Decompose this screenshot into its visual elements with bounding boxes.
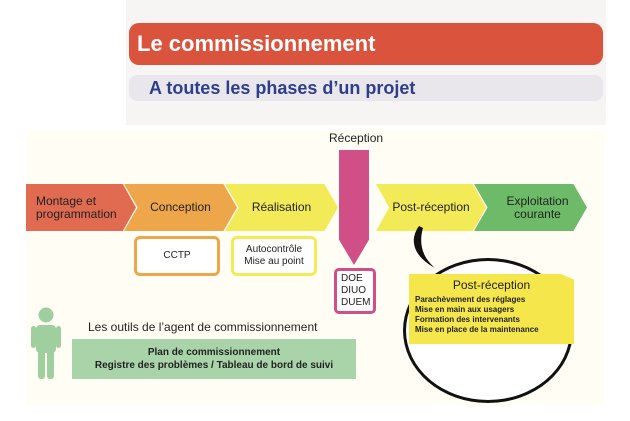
autocontrole-label: Autocontrôle (245, 244, 303, 255)
tools-box: Plan de commissionnement Registre des pr… (72, 339, 356, 379)
phase-conception: Conception (124, 184, 237, 231)
detail-item-formation: Formation des intervenants (415, 315, 520, 324)
detail-item-usagers: Mise en main aux usagers (415, 305, 515, 314)
phase-post-reception-label: Post-réception (392, 200, 470, 214)
page-title: Le commissionnement (129, 23, 603, 65)
cctp-label: CCTP (163, 250, 191, 261)
phase-realisation-label: Réalisation (251, 200, 312, 214)
page-subtitle: A toutes les phases d’un projet (129, 75, 603, 101)
tool-plan: Plan de commissionnement (147, 347, 281, 358)
detail-item-reglages: Parachèvement des réglages (415, 295, 526, 304)
phase-realisation: Réalisation (225, 184, 338, 231)
doc-diuo: DIUO (341, 285, 366, 296)
cctp-box: CCTP (134, 236, 220, 276)
post-reception-detail-title: Post-réception (452, 278, 531, 292)
phase-conception-label: Conception (150, 200, 211, 214)
person-icon (31, 307, 61, 379)
doc-duem: DUEM (341, 297, 371, 308)
tools-title: Les outils de l’agent de commissionnemen… (88, 320, 318, 334)
mise-au-point-label: Mise au point (244, 256, 304, 267)
realisation-box: Autocontrôle Mise au point (231, 236, 317, 276)
reception-arrow (339, 150, 369, 265)
post-reception-banner: Post-réception Parachèvement des réglage… (409, 274, 574, 344)
reception-label: Réception (329, 131, 384, 145)
doc-doe: DOE (341, 273, 363, 284)
phase-montage: Montage et programmation (26, 184, 136, 231)
phase-post-reception: Post-réception (376, 184, 486, 231)
tool-registre: Registre des problèmes / Tableau de bord… (94, 360, 334, 371)
detail-item-maintenance: Mise en place de la maintenance (415, 325, 539, 334)
callout-tail (413, 226, 435, 268)
phase-montage-label: Montage et programmation (36, 193, 117, 221)
phase-exploitation: Exploitation courante (474, 184, 587, 231)
phase-exploitation-label: Exploitation courante (506, 193, 569, 221)
reception-docs-box: DOE DIUO DUEM (334, 268, 376, 314)
